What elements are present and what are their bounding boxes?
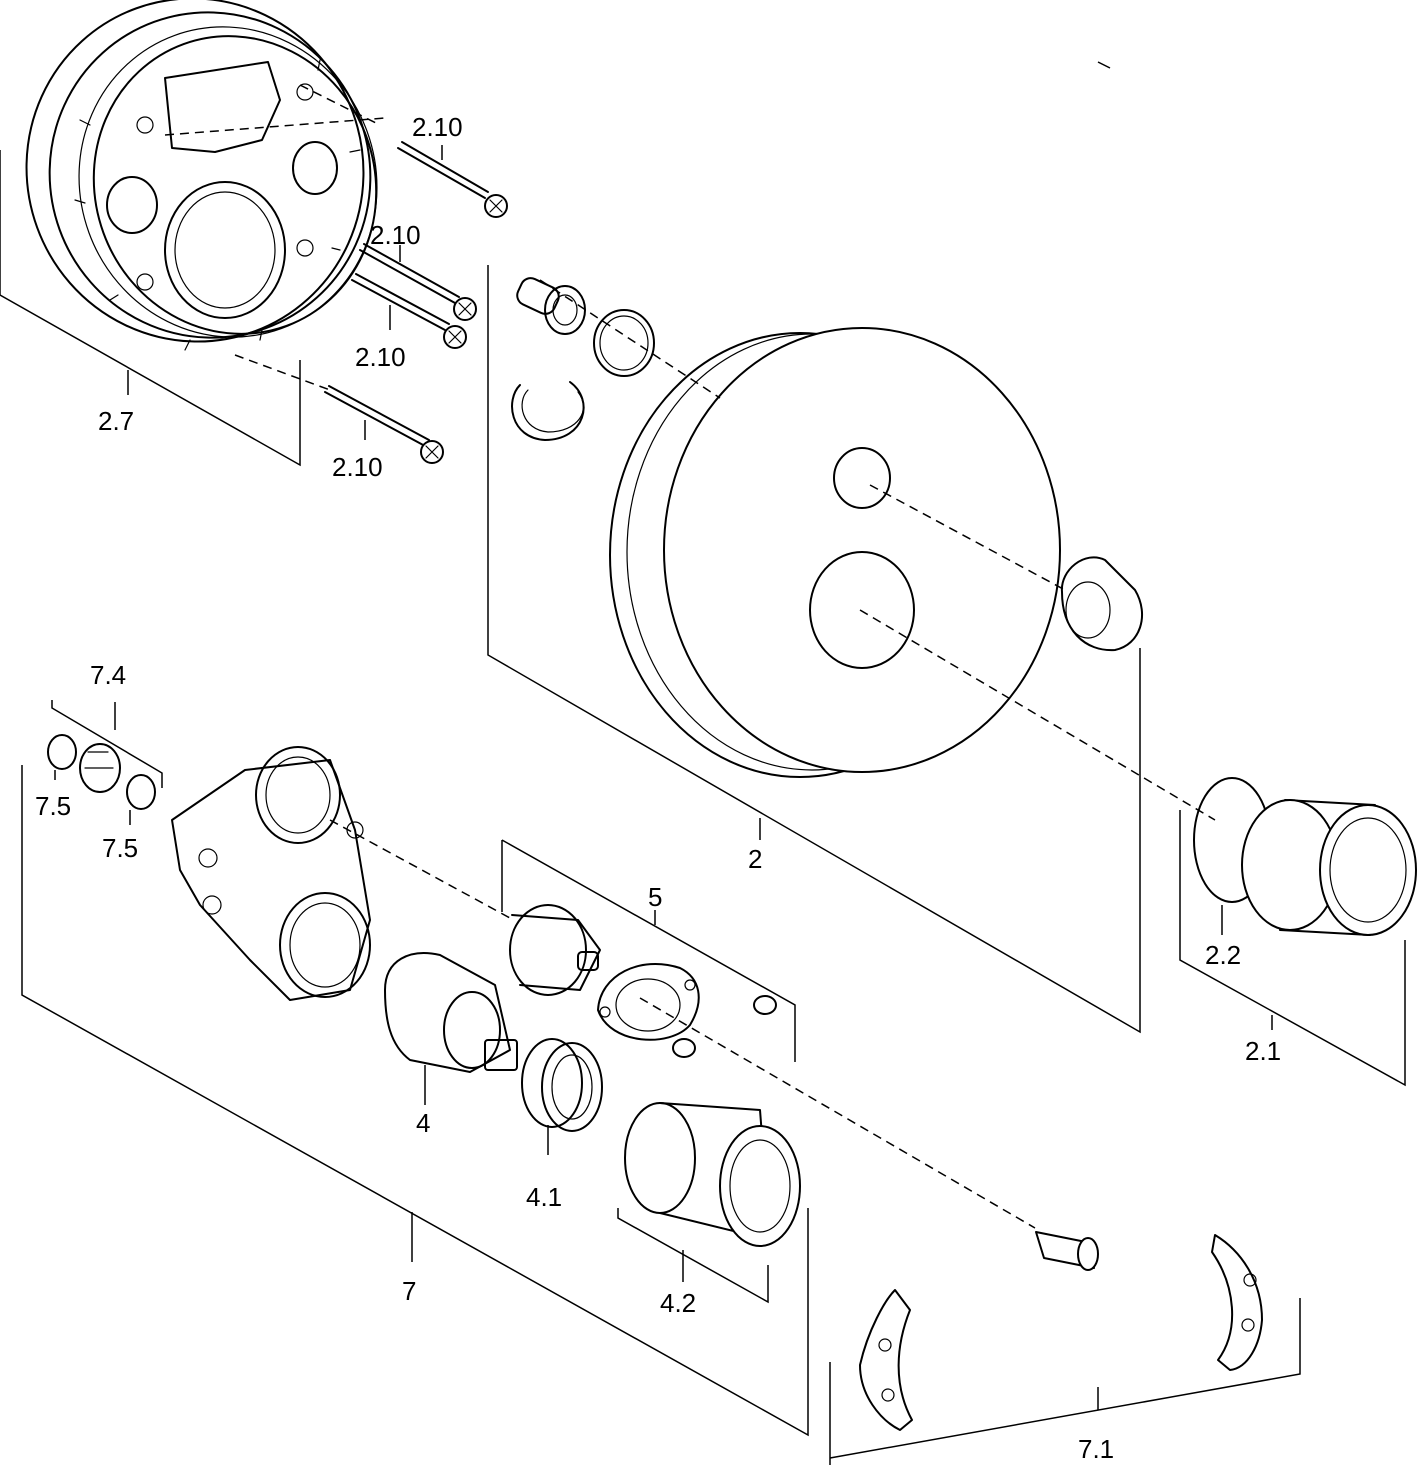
- o-ring-7-5-a: [47, 734, 77, 770]
- extension-sleeve-part: [624, 1102, 801, 1247]
- label-2-2: 2.2: [1205, 940, 1241, 970]
- label-4-2: 4.2: [660, 1288, 696, 1318]
- bracket-left-part: [859, 1289, 913, 1431]
- diverter-cartridge-part: [509, 904, 601, 996]
- axis-lines: [164, 84, 1216, 1229]
- screw-2-10-a: [397, 141, 508, 218]
- screw-2-10-b: [359, 243, 477, 321]
- spindle-7-1-part: [1035, 1231, 1099, 1271]
- label-4: 4: [416, 1108, 430, 1138]
- label-4-1: 4.1: [526, 1182, 562, 1212]
- handle-sleeve-part: [1241, 799, 1417, 936]
- label-7-5-b: 7.5: [102, 833, 138, 863]
- label-7-1: 7.1: [1078, 1434, 1114, 1464]
- label-2-10-a: 2.10: [412, 112, 463, 142]
- label-2-1: 2.1: [1245, 1036, 1281, 1066]
- cover-plate-part: [609, 327, 1061, 778]
- label-2-10-c: 2.10: [355, 342, 406, 372]
- diverter-knob-part: [1060, 556, 1144, 652]
- spindle-extension-part: [516, 277, 586, 335]
- adapter-ring-part: [521, 1038, 603, 1132]
- mounting-plate-part: [597, 963, 700, 1041]
- label-2: 2: [748, 844, 762, 874]
- label-7: 7: [402, 1276, 416, 1306]
- valve-body-part: [171, 746, 371, 1001]
- screw-5-a: [672, 1038, 696, 1058]
- clip-part: [511, 381, 585, 441]
- leader-lines: [0, 61, 1406, 1465]
- label-2-10-b: 2.10: [370, 220, 421, 250]
- screw-2-10-d: [324, 385, 444, 464]
- o-ring-7-5-b: [126, 774, 156, 810]
- screw-2-10-c: [351, 273, 467, 349]
- label-7-5-a: 7.5: [35, 791, 71, 821]
- label-2-7: 2.7: [98, 406, 134, 436]
- screw-5-b: [753, 995, 777, 1015]
- label-2-10-d: 2.10: [332, 452, 383, 482]
- nipple-7-4-part: [79, 743, 121, 793]
- bracket-right-part: [1211, 1234, 1263, 1371]
- o-ring-part: [593, 309, 655, 377]
- label-7-4: 7.4: [90, 660, 126, 690]
- mounting-ring-part: [25, 0, 378, 351]
- label-5: 5: [648, 882, 662, 912]
- thermostat-cartridge-part: [384, 952, 518, 1073]
